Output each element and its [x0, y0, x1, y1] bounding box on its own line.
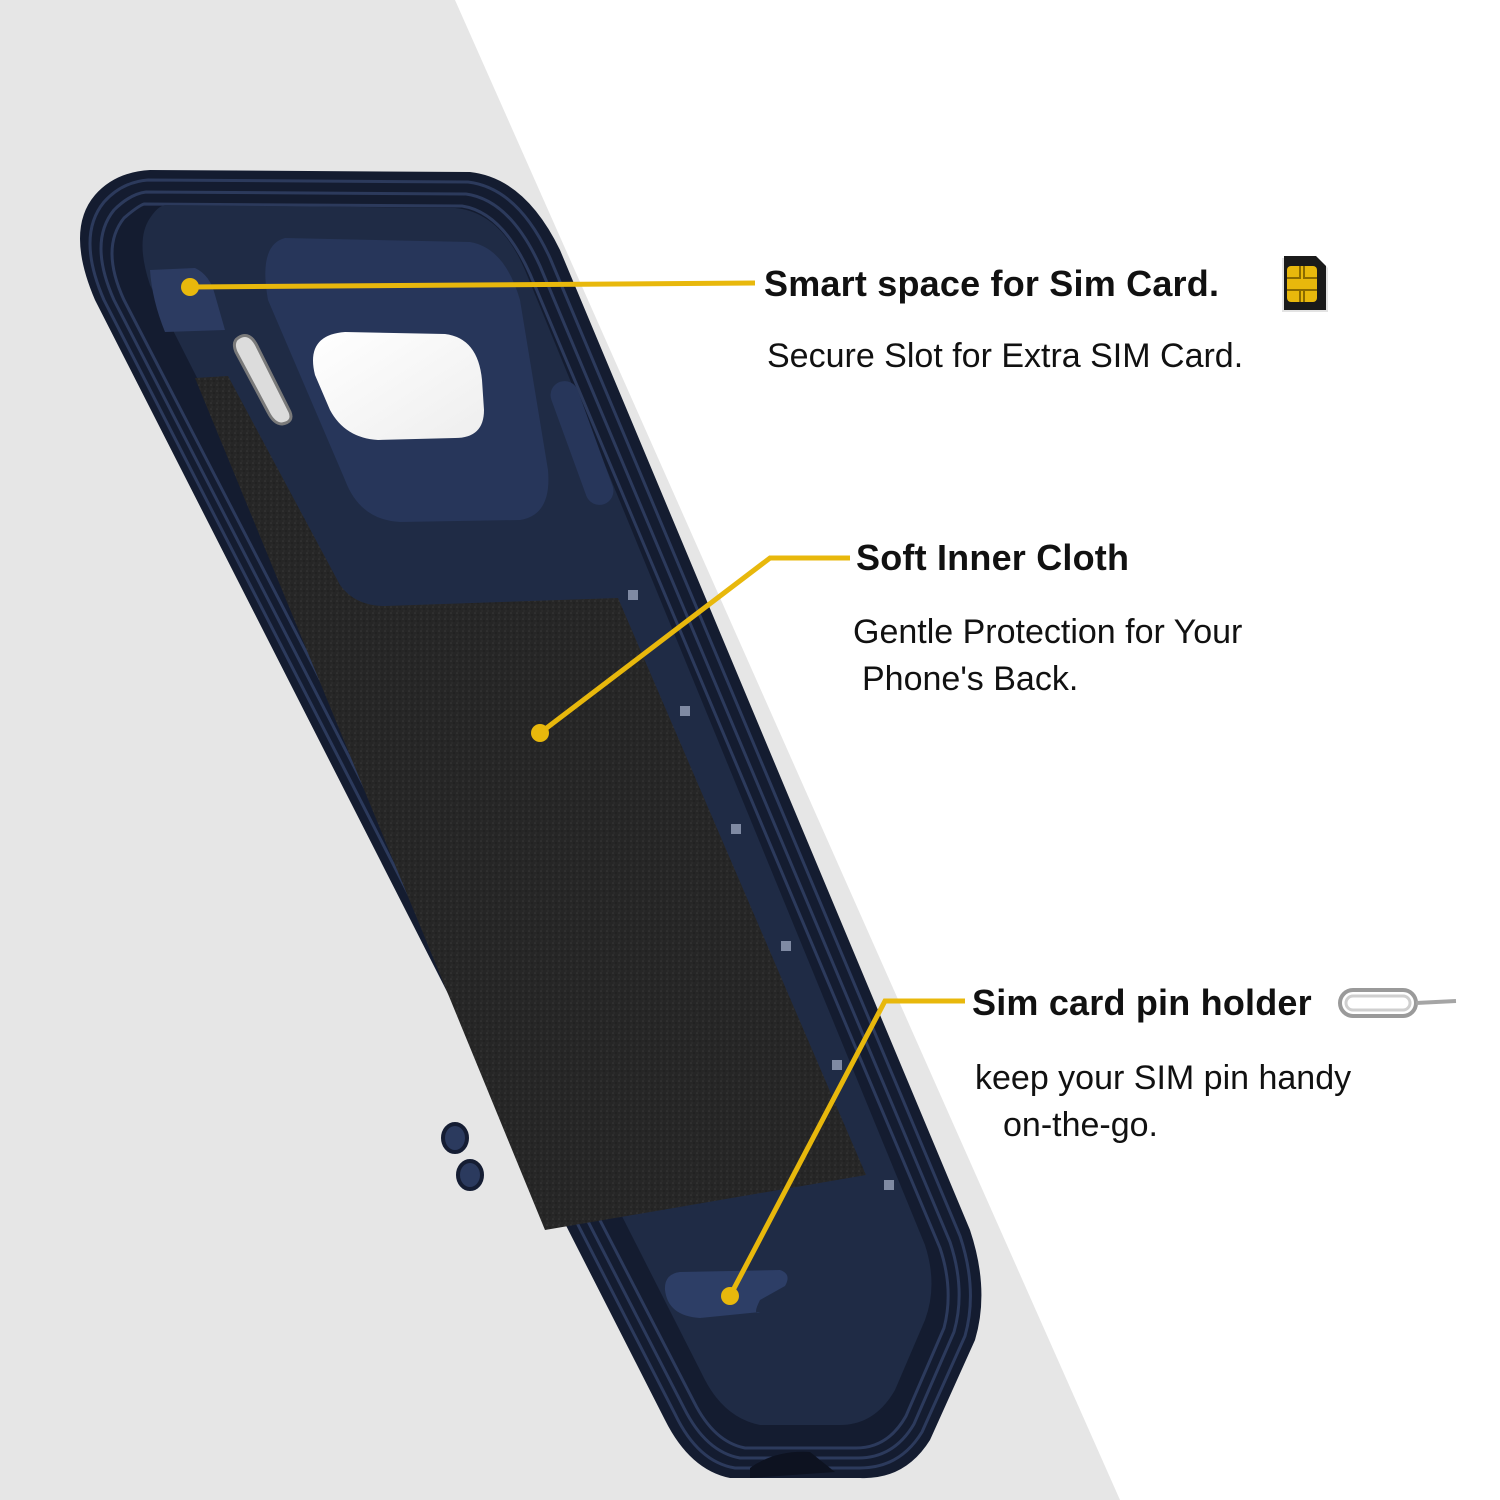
callout-lines	[189, 280, 965, 1298]
callout-dot-cloth	[531, 724, 549, 742]
feature-description: keep your SIM pin handy on-the-go.	[975, 1055, 1351, 1149]
feature-description: Gentle Protection for Your Phone's Back.	[853, 609, 1242, 703]
description-line: Secure Slot for Extra SIM Card.	[767, 337, 1244, 375]
callout-dot-sim	[181, 278, 199, 296]
callout-line-sim	[189, 280, 756, 290]
description-line: Phone's Back.	[862, 660, 1079, 698]
feature-sim-card: Smart space for Sim Card. Secure Slot fo…	[764, 262, 1243, 380]
feature-description: Secure Slot for Extra SIM Card.	[767, 333, 1243, 380]
callout-line-cloth	[538, 555, 850, 735]
callout-dot-pin	[721, 1287, 739, 1305]
callout-line-pin	[727, 998, 965, 1298]
phone-case	[80, 170, 982, 1479]
inner-cloth	[195, 376, 866, 1230]
description-line: Gentle Protection for Your	[853, 613, 1243, 651]
sim-card-icon	[1282, 256, 1328, 312]
camera-cutout	[313, 332, 484, 440]
sim-eject-pin-icon	[1338, 988, 1457, 1018]
sim-card-slot	[150, 268, 225, 332]
feature-title: Sim card pin holder	[972, 982, 1312, 1023]
metal-button	[232, 334, 293, 426]
feature-pin-holder: Sim card pin holder keep your SIM pin ha…	[972, 981, 1351, 1149]
feature-title: Soft Inner Cloth	[856, 537, 1130, 578]
feature-title: Smart space for Sim Card.	[764, 263, 1220, 304]
feature-inner-cloth: Soft Inner Cloth Gentle Protection for Y…	[853, 536, 1242, 703]
description-line: on-the-go.	[1003, 1106, 1158, 1144]
description-line: keep your SIM pin handy	[975, 1059, 1352, 1097]
